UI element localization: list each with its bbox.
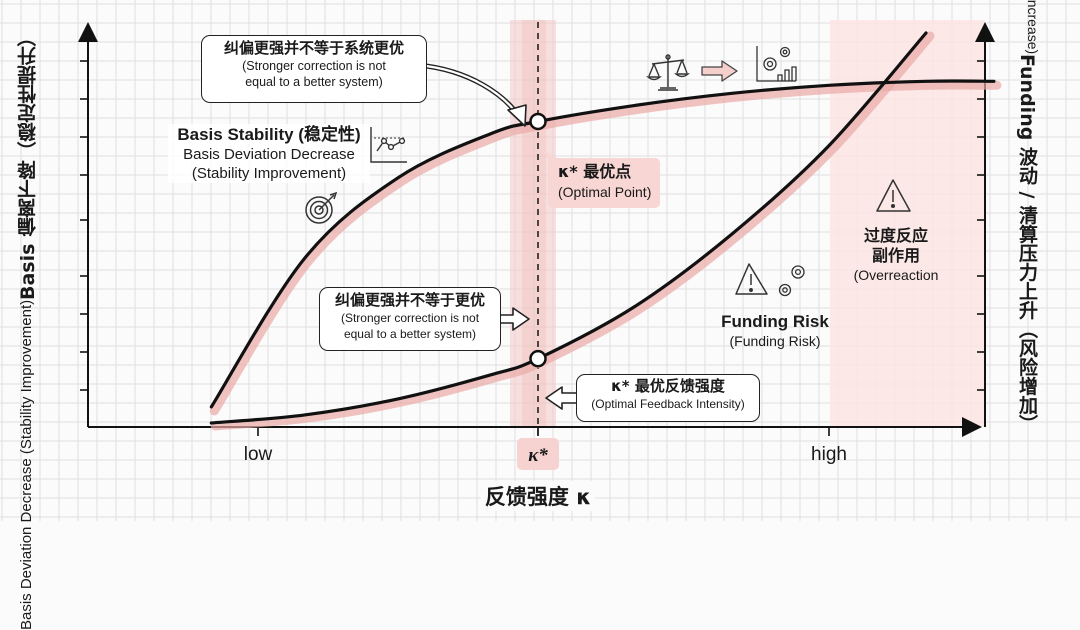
stability-title: Basis Stability (稳定性) <box>177 125 361 144</box>
optimal-point-label-bg <box>548 158 660 208</box>
overreaction-zh2: 副作用 <box>871 246 920 265</box>
y-axis-left-label: Basis 偏离下降（稳定性提升） Basis Deviation Decrea… <box>14 28 41 630</box>
x-tick-kstar: κ* <box>528 445 548 466</box>
y-left-sub: Basis Deviation Decrease (Stability Impr… <box>18 300 35 630</box>
y-left-bold-en: Basis <box>17 243 39 301</box>
warning-icon-funding <box>735 263 768 295</box>
x-axis-label: 反馈强度 κ <box>480 481 596 511</box>
overreaction-zh1: 过度反应 <box>863 226 928 245</box>
callout-optimal-feedback: κ* 最优反馈强度 (Optimal Feedback Intensity) <box>576 374 760 422</box>
stability-sub1: Basis Deviation Decrease <box>183 146 355 163</box>
funding-risk-title: Funding Risk <box>721 312 829 331</box>
callout-top-arrowhead <box>507 104 527 127</box>
stability-label: Basis Stability (稳定性) Basis Deviation De… <box>168 124 370 183</box>
callout-top-en2: equal to a better system) <box>245 75 383 89</box>
line-chart-icon <box>370 127 407 163</box>
warning-icon-overreaction <box>876 179 911 212</box>
optimal-point-zh: κ* 最优点 <box>558 162 632 181</box>
optimal-point-en: (Optimal Point) <box>558 184 652 200</box>
chart-canvas <box>0 0 1080 521</box>
callout-mid-zh: 纠偏更强并不等于更优 <box>334 291 485 309</box>
stability-sub2: (Stability Improvement) <box>191 165 347 182</box>
callout-mid-arrow <box>500 307 530 331</box>
y-right-bold-zh: 波动 / 清算压力上升（风险增加） <box>1016 140 1038 433</box>
overreaction-en: (Overreaction <box>853 267 939 283</box>
y-left-bold: Basis 偏离下降（稳定性提升） <box>14 28 41 300</box>
stability-curve-highlight <box>209 80 1002 416</box>
y-right-sub: Funding Risk (Volatility / Liquidation P… <box>1014 0 1041 54</box>
callout-top: 纠偏更强并不等于系统更优 (Stronger correction is not… <box>201 35 427 103</box>
optimal-point-stability <box>529 112 547 131</box>
gear-chart-icon <box>756 46 797 82</box>
stability-curve <box>209 79 996 409</box>
funding-curve-highlight <box>210 31 935 431</box>
gears-icon <box>778 265 805 297</box>
overreaction-label: 过度反应 副作用 (Overreaction <box>838 226 954 284</box>
scale-icon <box>646 54 690 91</box>
optimal-point-label: κ* 最优点 (Optimal Point) <box>558 162 651 202</box>
y-axis-right-label: Funding 波动 / 清算压力上升（风险增加） Funding Risk (… <box>1014 0 1041 433</box>
callout-top-zh: 纠偏更强并不等于系统更优 <box>223 39 404 57</box>
target-icon <box>305 191 338 224</box>
funding-risk-sub: (Funding Risk) <box>729 333 821 349</box>
kstar-tick-box <box>517 438 559 470</box>
y-left-bold-zh: 偏离下降（稳定性提升） <box>17 28 39 244</box>
optimal-point-label-pointer <box>542 150 556 170</box>
y-right-bold-en: Funding <box>1016 53 1038 141</box>
callout-opt-zh: κ* 最优反馈强度 <box>611 377 725 395</box>
x-tick-high: high <box>811 444 847 465</box>
funding-curve <box>209 31 928 425</box>
callout-mid-en2: equal to a better system) <box>343 327 477 341</box>
x-tick-low: low <box>243 444 273 465</box>
callout-mid: 纠偏更强并不等于更优 (Stronger correction is not e… <box>319 287 501 351</box>
callout-opt-en: (Optimal Feedback Intensity) <box>591 397 745 411</box>
y-right-bold: Funding 波动 / 清算压力上升（风险增加） <box>1014 54 1041 433</box>
callout-mid-en1: (Stronger correction is not <box>340 311 480 325</box>
optimal-point-funding <box>529 349 547 368</box>
callout-top-arrow <box>417 62 523 120</box>
arrow-right-icon <box>701 60 738 82</box>
funding-risk-label: Funding Risk (Funding Risk) <box>710 311 840 351</box>
callout-top-en1: (Stronger correction is not <box>242 59 386 73</box>
axis-ticks <box>80 60 985 436</box>
callout-opt-arrow <box>545 386 576 410</box>
